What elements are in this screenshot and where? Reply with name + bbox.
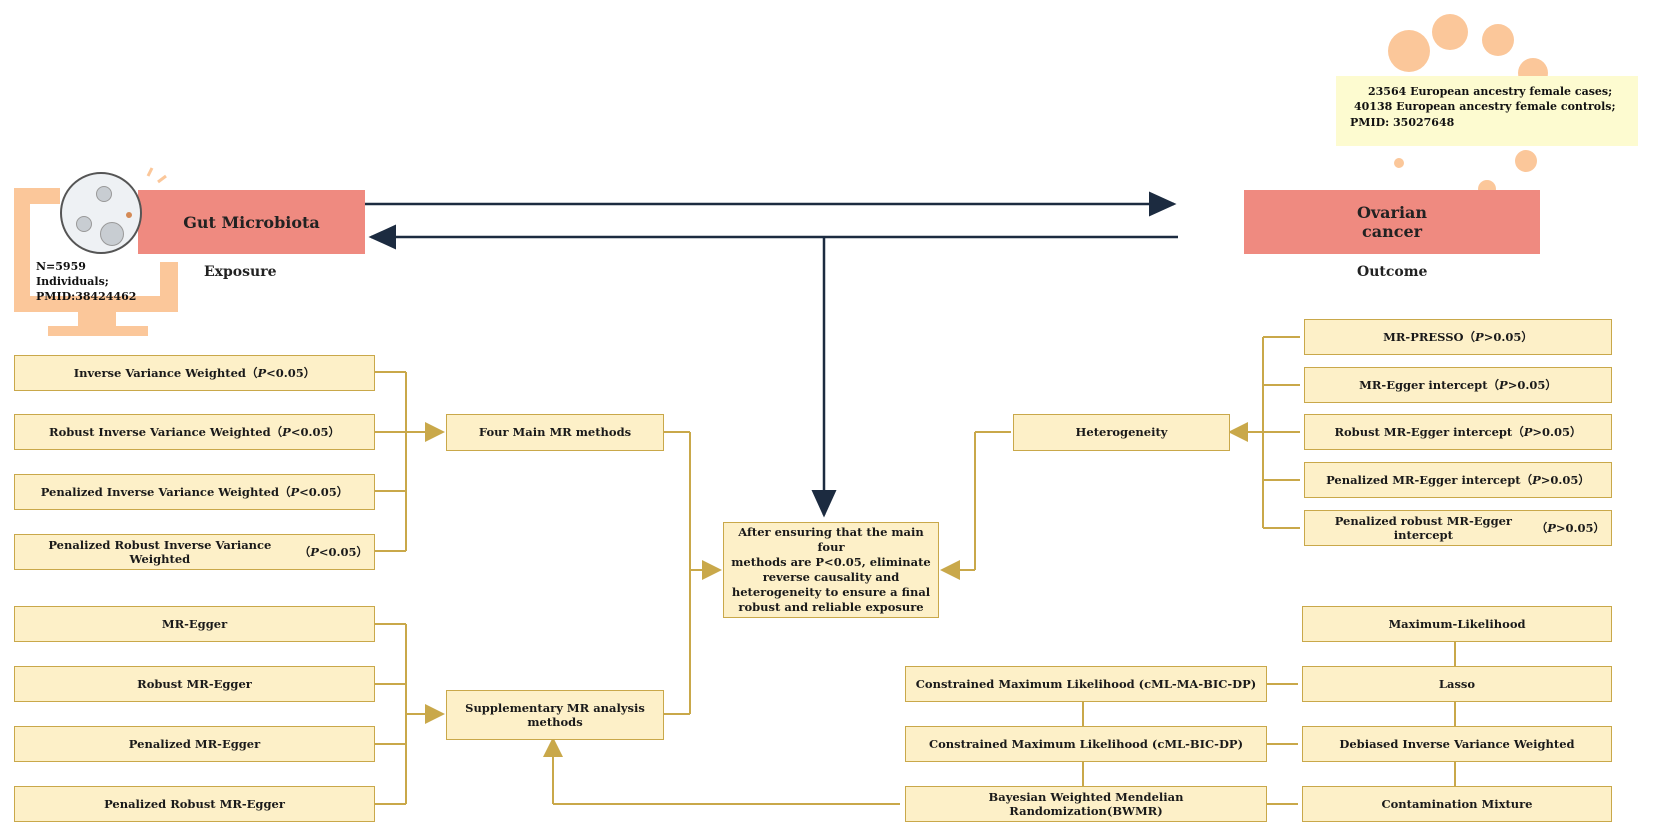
supplementary-right-item: Lasso xyxy=(1302,666,1612,702)
decor-dot xyxy=(1515,150,1537,172)
heterogeneity-item: MR-Egger intercept（P>0.05） xyxy=(1304,367,1612,403)
exposure-title: Gut Microbiota xyxy=(183,212,320,232)
outcome-title-line2: cancer xyxy=(1361,222,1423,241)
outcome-title-line1: Ovarian xyxy=(1356,203,1428,222)
heterogeneity-item: Penalized MR-Egger intercept（P>0.05） xyxy=(1304,462,1612,498)
decor-dot xyxy=(1388,30,1430,72)
supplementary-right-item: Contamination Mixture xyxy=(1302,786,1612,822)
conclusion-box: After ensuring that the main four method… xyxy=(723,522,939,618)
decor-dot xyxy=(1432,14,1468,50)
monitor-icon xyxy=(14,188,178,336)
main-method-item: Penalized Inverse Variance Weighted（P<0.… xyxy=(14,474,375,510)
exposure-label: Exposure xyxy=(204,264,277,280)
main-methods-box: Four Main MR methods xyxy=(446,414,664,451)
heterogeneity-item: Robust MR-Egger intercept（P>0.05） xyxy=(1304,414,1612,450)
supplementary-box: Supplementary MR analysis methods xyxy=(446,690,664,740)
supplementary-item: Penalized Robust MR-Egger xyxy=(14,786,375,822)
supplementary-item: Penalized MR-Egger xyxy=(14,726,375,762)
decor-dot xyxy=(1394,158,1404,168)
main-method-item: Inverse Variance Weighted（P<0.05） xyxy=(14,355,375,391)
main-method-item: Robust Inverse Variance Weighted（P<0.05） xyxy=(14,414,375,450)
outcome-box: Ovarian cancer xyxy=(1244,190,1540,254)
exposure-box: Gut Microbiota xyxy=(138,190,365,254)
supplementary-middle-item: Constrained Maximum Likelihood (cML-BIC-… xyxy=(905,726,1267,762)
supplementary-right-item: Maximum-Likelihood xyxy=(1302,606,1612,642)
decor-dot xyxy=(1482,24,1514,56)
supplementary-item: Robust MR-Egger xyxy=(14,666,375,702)
petri-dish-icon xyxy=(60,172,142,254)
supplementary-item: MR-Egger xyxy=(14,606,375,642)
outcome-label: Outcome xyxy=(1357,264,1428,280)
supplementary-middle-item: Bayesian Weighted Mendelian Randomizatio… xyxy=(905,786,1267,822)
supplementary-right-item: Debiased Inverse Variance Weighted xyxy=(1302,726,1612,762)
sparkle-icon xyxy=(146,167,167,184)
main-method-item: Penalized Robust Inverse Variance Weight… xyxy=(14,534,375,570)
heterogeneity-item: MR-PRESSO（P>0.05） xyxy=(1304,319,1612,355)
exposure-info: N=5959 Individuals; PMID:38424462 xyxy=(36,260,137,303)
heterogeneity-item: Penalized robust MR-Egger intercept（P>0.… xyxy=(1304,510,1612,546)
heterogeneity-box: Heterogeneity xyxy=(1013,414,1230,451)
outcome-info: 23564 European ancestry female cases; 40… xyxy=(1336,76,1638,146)
supplementary-middle-item: Constrained Maximum Likelihood (cML-MA-B… xyxy=(905,666,1267,702)
